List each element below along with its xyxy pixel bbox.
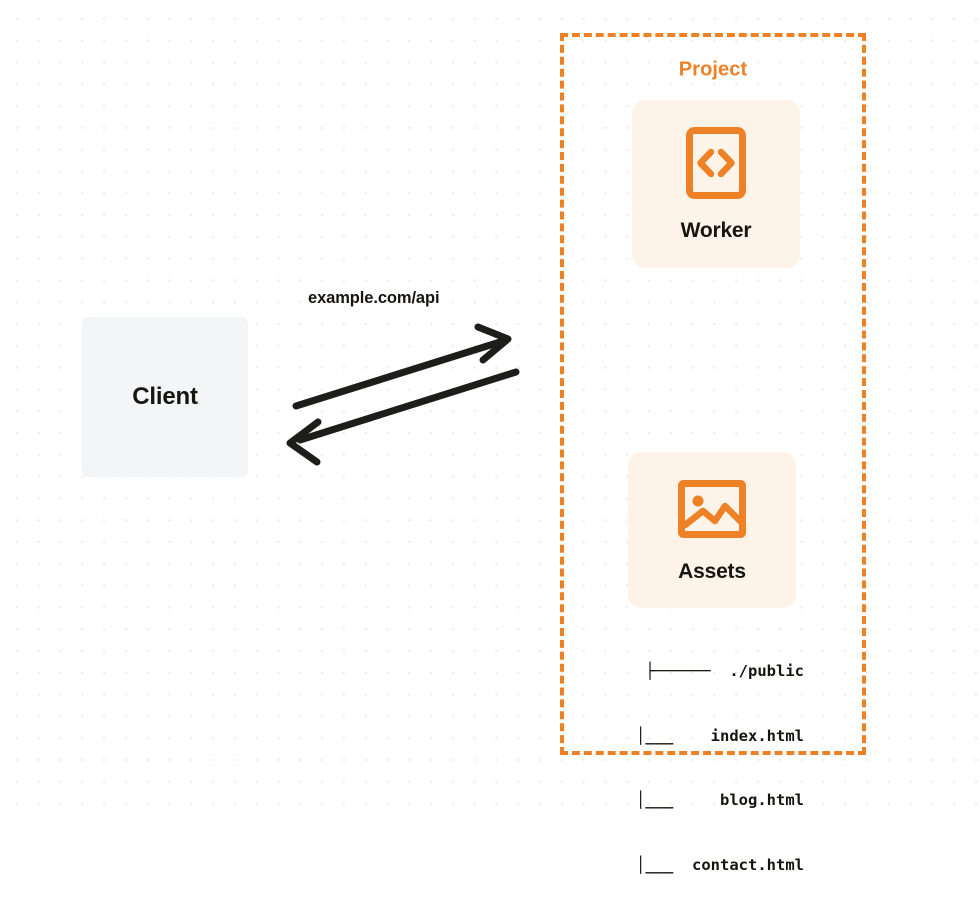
asset-file-tree: ├────── ./public │___ index.html │___ bl…	[604, 618, 804, 919]
file-tree-row: ├────── ./public	[645, 662, 804, 680]
diagram-canvas: Client example.com/api Project Worker	[0, 0, 980, 874]
file-tree-row: │___ contact.html	[636, 855, 804, 874]
file-tree-row: │___ blog.html	[636, 791, 804, 809]
worker-label: Worker	[680, 218, 752, 242]
project-container: Project	[560, 33, 866, 755]
image-icon	[677, 477, 747, 546]
project-title: Project	[671, 58, 755, 82]
file-tree-row: │___ index.html	[636, 726, 804, 745]
worker-card[interactable]: Worker	[632, 100, 800, 268]
response-arrow-icon	[286, 368, 520, 466]
connection-label: example.com/api	[308, 289, 440, 307]
client-label: Client	[132, 383, 198, 410]
assets-label: Assets	[678, 559, 746, 583]
client-node: Client	[82, 317, 248, 477]
request-arrow-icon	[292, 323, 512, 410]
code-brackets-icon	[685, 126, 747, 205]
assets-card[interactable]: Assets	[628, 452, 796, 608]
